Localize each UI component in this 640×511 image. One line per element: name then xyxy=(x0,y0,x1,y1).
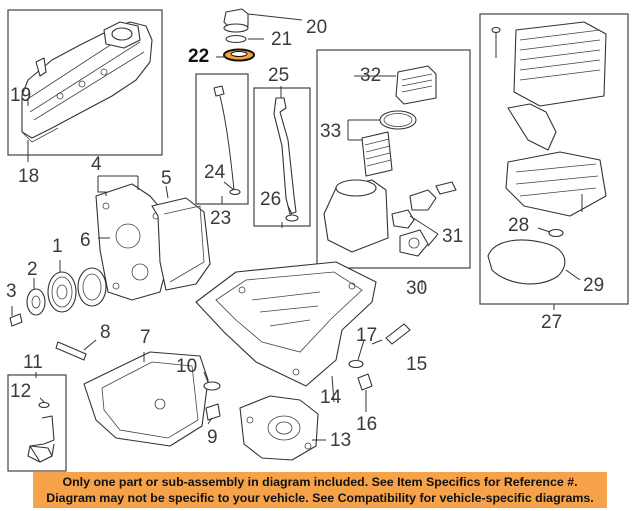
callout-12: 12 xyxy=(10,381,31,402)
notice-line-1: Only one part or sub-assembly in diagram… xyxy=(62,475,578,489)
valve-cover-drawing xyxy=(21,21,153,143)
lower-oil-pan-drawing xyxy=(83,351,221,447)
notice-line-2: Diagram may not be specific to your vehi… xyxy=(46,491,594,505)
callout-7: 7 xyxy=(140,327,151,348)
callout-3: 3 xyxy=(6,281,17,302)
oil-pump-drawing xyxy=(239,395,319,461)
callout-8: 8 xyxy=(100,322,111,343)
dipstick-tube-drawing xyxy=(273,97,299,222)
callout-32: 32 xyxy=(360,65,381,86)
callout-20: 20 xyxy=(306,17,327,38)
box-valve-cover xyxy=(7,9,163,156)
cap-seal-highlighted xyxy=(223,48,255,62)
box-oil-filter xyxy=(316,49,471,269)
callout-25: 25 xyxy=(268,65,289,86)
callout-21: 21 xyxy=(271,29,292,50)
drain-plug-drawing xyxy=(348,359,373,391)
callout-31: 31 xyxy=(442,226,463,247)
callout-17: 17 xyxy=(356,325,377,346)
callout-33: 33 xyxy=(320,121,341,142)
callout-10: 10 xyxy=(176,356,197,377)
dipstick-drawing xyxy=(213,85,241,196)
callout-13: 13 xyxy=(330,430,351,451)
callout-22-highlighted: 22 xyxy=(188,46,209,67)
callout-9: 9 xyxy=(207,427,218,448)
callout-24: 24 xyxy=(204,162,226,183)
callout-26: 26 xyxy=(260,189,281,210)
upper-oil-pan-drawing xyxy=(195,261,377,387)
notice-banner: Only one part or sub-assembly in diagram… xyxy=(33,472,607,508)
callout-27: 27 xyxy=(541,312,562,333)
leader-lines xyxy=(11,13,581,441)
oil-cooler-drawing xyxy=(487,21,607,285)
callout-28: 28 xyxy=(508,215,529,236)
callout-1: 1 xyxy=(52,236,63,257)
callout-16: 16 xyxy=(356,414,377,435)
timing-cover-drawing xyxy=(95,183,211,301)
callout-23: 23 xyxy=(210,208,231,229)
callout-6: 6 xyxy=(80,230,91,251)
callout-11: 11 xyxy=(23,352,43,373)
callout-18: 18 xyxy=(18,166,39,187)
crank-pulley-drawing xyxy=(9,267,107,327)
oil-filler-cap-drawing xyxy=(223,8,249,44)
box-oil-level-sensor xyxy=(7,374,67,472)
oil-level-sensor-drawing xyxy=(27,401,55,463)
callout-30: 30 xyxy=(406,278,427,299)
callout-4: 4 xyxy=(91,154,102,175)
callout-19: 19 xyxy=(10,85,31,106)
sealant-tube-8-drawing xyxy=(55,341,87,361)
oil-filter-housing-drawing xyxy=(323,65,457,257)
callout-14: 14 xyxy=(320,387,342,408)
callout-15: 15 xyxy=(406,354,427,375)
sealant-tube-15-drawing xyxy=(385,323,411,345)
callout-29: 29 xyxy=(583,275,604,296)
callout-2: 2 xyxy=(27,259,38,280)
callout-5: 5 xyxy=(161,168,172,189)
